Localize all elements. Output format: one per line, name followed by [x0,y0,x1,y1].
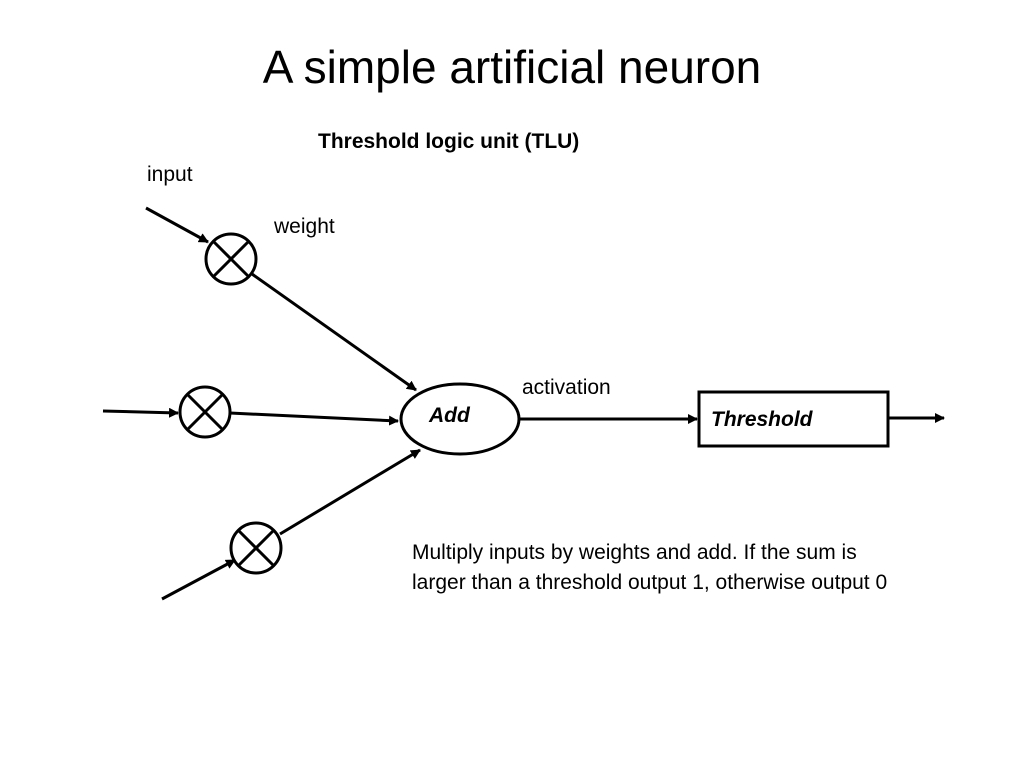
weighted-arrow-3 [279,448,421,536]
diagram-subtitle: Threshold logic unit (TLU) [318,130,580,153]
slide-title: A simple artificial neuron [262,41,762,93]
multiplier-node-3 [229,521,283,575]
threshold-label: Threshold [711,408,813,431]
input-arrow-1 [145,206,209,244]
multiplier-node-2 [178,385,232,439]
threshold-box [697,390,890,448]
weighted-arrow-2 [229,411,399,426]
input-arrow-3 [161,558,236,601]
input-arrow-2 [102,407,179,418]
weight-label: weight [274,215,335,238]
weighted-arrow-1 [251,272,417,392]
add-node-label: Add [429,404,470,427]
multiplier-node-1 [204,232,258,286]
input-label: input [147,163,193,186]
description-text: Multiply inputs by weights and add. If t… [412,541,888,594]
activation-label: activation [522,376,611,399]
add-node [399,382,521,456]
